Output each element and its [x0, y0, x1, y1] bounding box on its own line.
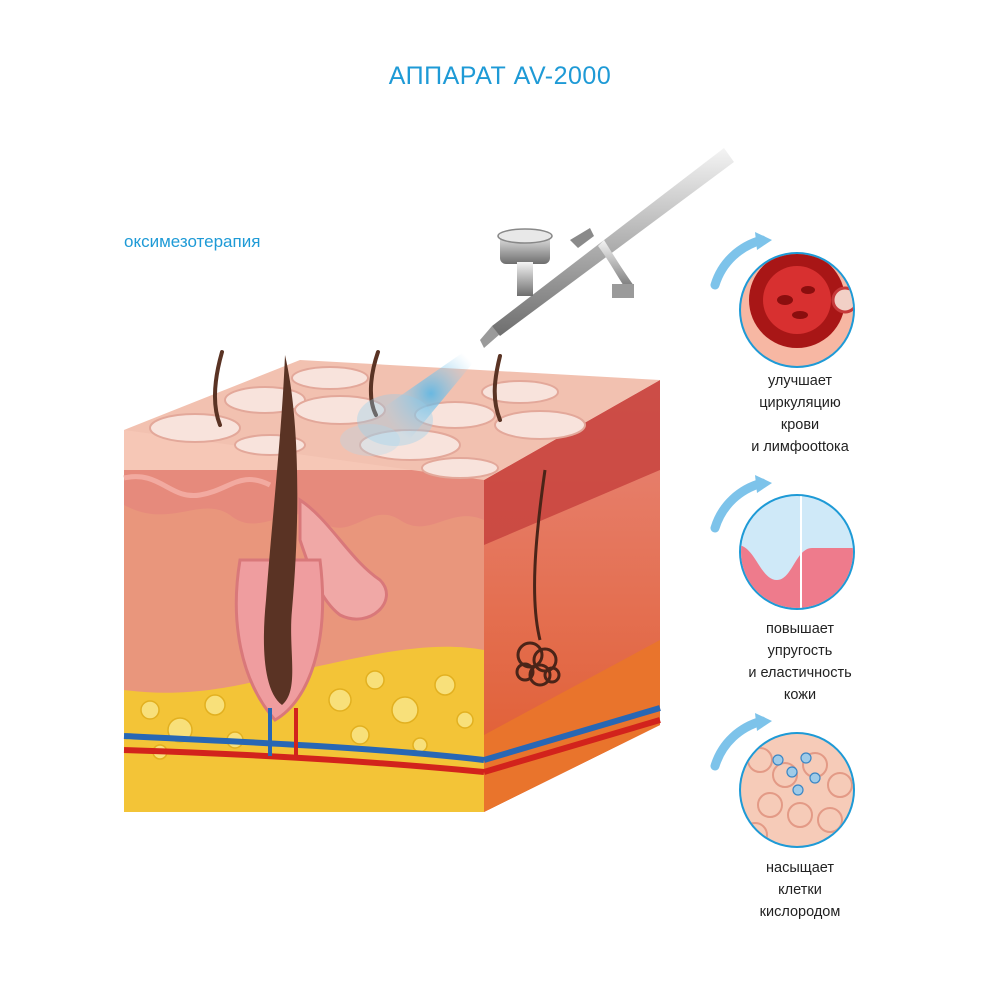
- page-title: АППАРАТ AV-2000: [388, 62, 612, 90]
- blood-vessel-icon: [710, 232, 855, 368]
- benefit-caption-circulation: улучшает циркуляцию крови и лимфоottока: [751, 373, 849, 455]
- airbrush-device: [480, 148, 734, 348]
- oxygen-spray: [340, 342, 482, 456]
- oxygen-cells-icon: [710, 713, 855, 848]
- procedure-name: оксимезотерапия: [124, 232, 261, 251]
- benefit-caption-elasticity: повышает упругость и еластичность кожи: [748, 621, 852, 703]
- skin-elasticity-icon: [710, 475, 855, 610]
- benefit-caption-oxygen: насыщает клетки кислородом: [759, 860, 841, 920]
